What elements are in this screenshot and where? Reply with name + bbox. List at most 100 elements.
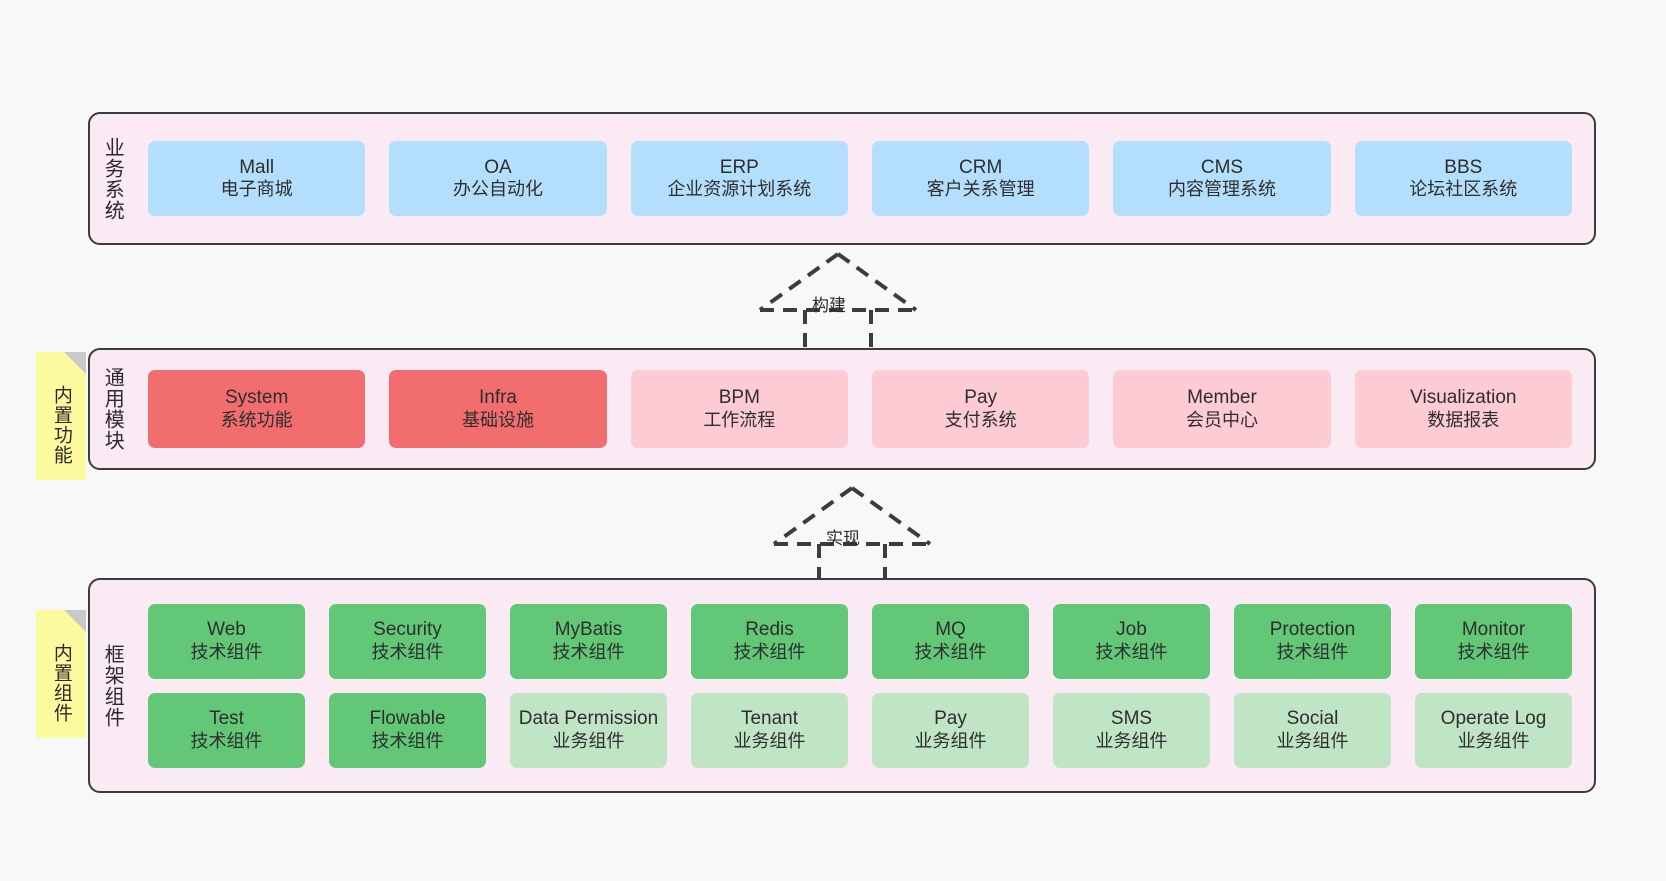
card-title-en: MQ xyxy=(935,619,966,641)
card-title-en: OA xyxy=(484,156,512,178)
sticky-note-label: 内置组件 xyxy=(50,643,72,723)
framework-row-technical: Web 技术组件 Security 技术组件 MyBatis 技术组件 Redi… xyxy=(136,603,1584,679)
card-title-en: CMS xyxy=(1200,156,1244,178)
card-infra[interactable]: Infra 基础设施 xyxy=(389,370,607,448)
card-visualization[interactable]: Visualization 数据报表 xyxy=(1354,370,1572,448)
connector-label-implement: 实现 xyxy=(826,529,860,548)
card-title-en: Security xyxy=(373,619,442,641)
card-title-en: Job xyxy=(1116,619,1147,641)
card-title-cn: 业务组件 xyxy=(1276,730,1349,751)
card-title-cn: 工作流程 xyxy=(703,409,776,430)
card-erp[interactable]: ERP 企业资源计划系统 xyxy=(630,141,848,216)
card-operate-log[interactable]: Operate Log 业务组件 xyxy=(1415,692,1572,768)
card-title-en: SMS xyxy=(1110,708,1153,730)
card-title-cn: 会员中心 xyxy=(1185,409,1258,430)
card-title-cn: 内容管理系统 xyxy=(1167,179,1276,200)
card-title-en: Social xyxy=(1286,708,1339,730)
card-title-en: Tenant xyxy=(740,708,799,730)
card-title-cn: 技术组件 xyxy=(1276,641,1349,662)
card-protection[interactable]: Protection 技术组件 xyxy=(1234,603,1391,679)
card-web[interactable]: Web 技术组件 xyxy=(148,603,305,679)
card-oa[interactable]: OA 办公自动化 xyxy=(389,141,607,216)
card-title-en: ERP xyxy=(719,156,759,178)
card-title-cn: 技术组件 xyxy=(371,641,444,662)
sticky-note-builtin-component: 内置组件 xyxy=(36,610,86,738)
card-pay-module[interactable]: Pay 支付系统 xyxy=(871,370,1090,448)
card-title-en: CRM xyxy=(959,156,1003,178)
card-title-cn: 支付系统 xyxy=(944,409,1017,430)
card-title-en: Mall xyxy=(239,156,275,178)
layer-title-framework-components: 框架组件 xyxy=(101,643,124,728)
card-mq[interactable]: MQ 技术组件 xyxy=(872,603,1029,679)
card-flowable[interactable]: Flowable 技术组件 xyxy=(329,692,486,768)
card-title-en: System xyxy=(224,387,289,409)
layer-body-common-modules: System 系统功能 Infra 基础设施 BPM 工作流程 Pay 支付系统… xyxy=(134,350,1594,468)
card-title-cn: 论坛社区系统 xyxy=(1409,179,1518,200)
card-security[interactable]: Security 技术组件 xyxy=(329,603,486,679)
card-title-en: Member xyxy=(1187,387,1257,409)
card-title-en: Web xyxy=(207,619,246,641)
sticky-note-builtin-function: 内置功能 xyxy=(36,352,86,480)
card-title-cn: 技术组件 xyxy=(190,730,263,751)
card-title-en: BBS xyxy=(1444,156,1483,178)
card-title-cn: 技术组件 xyxy=(1095,641,1168,662)
card-title-en: Data Permission xyxy=(518,708,659,730)
card-title-cn: 系统功能 xyxy=(220,409,293,430)
card-monitor[interactable]: Monitor 技术组件 xyxy=(1415,603,1572,679)
card-title-cn: 业务组件 xyxy=(1095,730,1168,751)
card-bbs[interactable]: BBS 论坛社区系统 xyxy=(1354,141,1572,216)
card-title-en: MyBatis xyxy=(554,619,623,641)
card-crm[interactable]: CRM 客户关系管理 xyxy=(871,141,1090,216)
card-title-cn: 办公自动化 xyxy=(452,179,543,200)
card-title-cn: 企业资源计划系统 xyxy=(667,179,812,200)
card-title-en: Monitor xyxy=(1461,619,1526,641)
card-redis[interactable]: Redis 技术组件 xyxy=(691,603,848,679)
folded-corner-icon xyxy=(64,352,86,374)
card-mall[interactable]: Mall 电子商城 xyxy=(148,141,366,216)
layer-title-common-modules: 通用模块 xyxy=(101,367,124,451)
card-title-cn: 业务组件 xyxy=(552,730,625,751)
card-title-cn: 技术组件 xyxy=(190,641,263,662)
card-cms[interactable]: CMS 内容管理系统 xyxy=(1113,141,1331,216)
layer-common-modules: 通用模块 System 系统功能 Infra 基础设施 BPM 工作流程 Pay… xyxy=(88,348,1596,470)
card-pay-component[interactable]: Pay 业务组件 xyxy=(872,692,1029,768)
framework-row-business: Test 技术组件 Flowable 技术组件 Data Permission … xyxy=(136,692,1584,768)
card-title-en: Pay xyxy=(934,708,967,730)
layer-business-systems: 业务系统 Mall 电子商城 OA 办公自动化 ERP 企业资源计划系统 CRM… xyxy=(88,112,1596,245)
layer-title-business-systems: 业务系统 xyxy=(101,136,124,221)
card-title-cn: 业务组件 xyxy=(733,730,806,751)
card-bpm[interactable]: BPM 工作流程 xyxy=(630,370,848,448)
card-tenant[interactable]: Tenant 业务组件 xyxy=(691,692,848,768)
card-social[interactable]: Social 业务组件 xyxy=(1234,692,1391,768)
card-title-cn: 业务组件 xyxy=(1457,730,1530,751)
sticky-note-label: 内置功能 xyxy=(50,385,72,465)
card-job[interactable]: Job 技术组件 xyxy=(1053,603,1210,679)
card-title-en: Redis xyxy=(745,619,794,641)
card-title-cn: 技术组件 xyxy=(733,641,806,662)
card-title-en: Infra xyxy=(478,387,517,409)
layer-body-framework-components: Web 技术组件 Security 技术组件 MyBatis 技术组件 Redi… xyxy=(134,580,1594,791)
card-title-cn: 电子商城 xyxy=(220,179,293,200)
card-system[interactable]: System 系统功能 xyxy=(148,370,366,448)
card-member[interactable]: Member 会员中心 xyxy=(1113,370,1331,448)
card-data-permission[interactable]: Data Permission 业务组件 xyxy=(510,692,667,768)
card-title-en: Flowable xyxy=(369,708,446,730)
card-title-cn: 技术组件 xyxy=(552,641,625,662)
card-title-cn: 客户关系管理 xyxy=(926,179,1035,200)
card-title-en: BPM xyxy=(718,387,760,409)
card-title-cn: 业务组件 xyxy=(914,730,987,751)
card-sms[interactable]: SMS 业务组件 xyxy=(1053,692,1210,768)
card-title-en: Operate Log xyxy=(1440,708,1547,730)
card-mybatis[interactable]: MyBatis 技术组件 xyxy=(510,603,667,679)
layer-framework-components: 框架组件 Web 技术组件 Security 技术组件 MyBatis 技术组件… xyxy=(88,578,1596,793)
card-title-cn: 数据报表 xyxy=(1427,409,1500,430)
connector-label-build: 构建 xyxy=(812,296,846,315)
card-title-en: Pay xyxy=(964,387,998,409)
card-test[interactable]: Test 技术组件 xyxy=(148,692,305,768)
folded-corner-icon xyxy=(64,610,86,632)
card-title-en: Visualization xyxy=(1410,387,1517,409)
card-title-cn: 技术组件 xyxy=(371,730,444,751)
card-title-cn: 技术组件 xyxy=(1457,641,1530,662)
card-title-en: Protection xyxy=(1269,619,1356,641)
